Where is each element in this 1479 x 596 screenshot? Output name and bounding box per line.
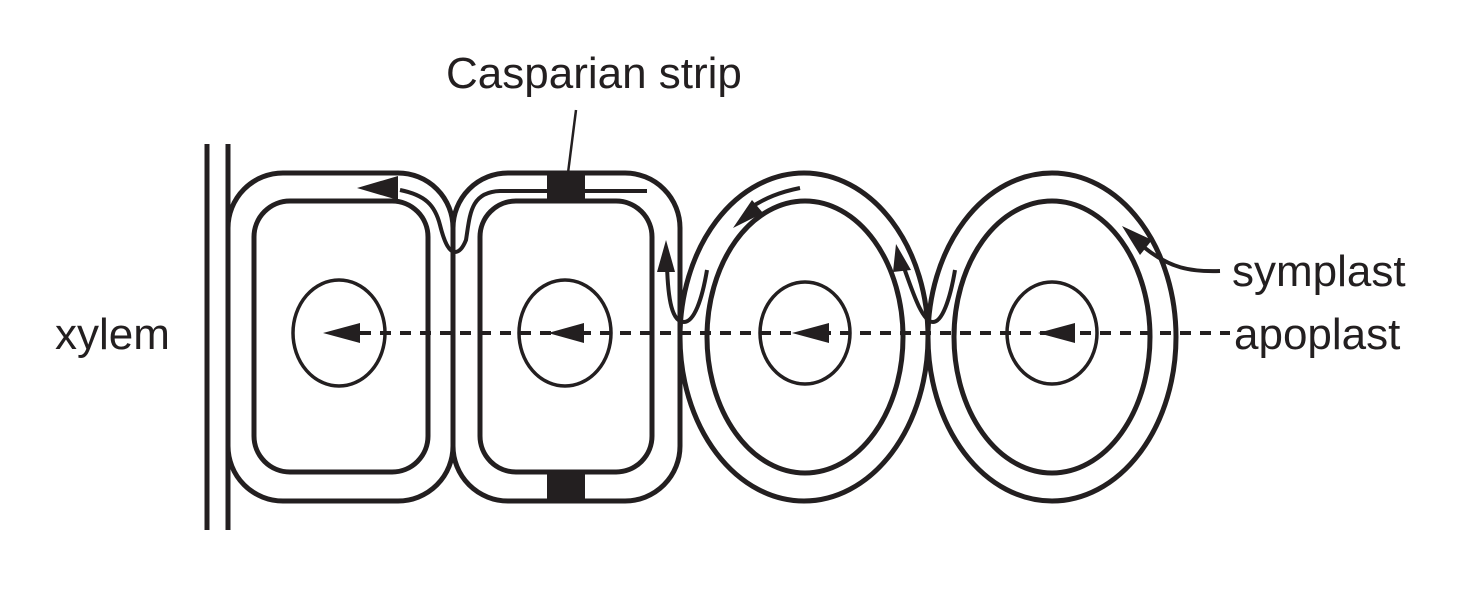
apoplast-arrow-3	[792, 323, 829, 343]
symplast-arrow-4	[893, 244, 911, 272]
symplast-arrow-1	[357, 176, 398, 200]
symplast-arrow-2	[657, 240, 675, 272]
symplast-pathway	[357, 176, 1221, 325]
casparian-strip-pointer	[566, 109, 578, 174]
cell-4	[925, 170, 1179, 504]
casparian-strip-label: Casparian strip	[446, 49, 742, 98]
apoplast-arrow-4	[1038, 323, 1075, 343]
cell-1-membrane	[251, 198, 431, 475]
symplast-arrow-3	[733, 200, 763, 228]
xylem-vessel	[204, 144, 231, 530]
symplast-label: symplast	[1232, 247, 1406, 296]
apoplast-pathway	[323, 323, 1230, 343]
symplast-pointer-arrowhead	[1122, 226, 1152, 255]
cell-3-wall	[677, 170, 931, 504]
cell-4-membrane	[951, 198, 1153, 476]
xylem-label: xylem	[55, 310, 170, 359]
casparian-strip-marks	[547, 172, 585, 502]
cell-3-membrane	[704, 198, 906, 476]
apoplast-arrow-1	[323, 323, 360, 343]
cell-3	[677, 170, 931, 504]
cell-4-wall	[925, 170, 1179, 504]
apoplast-arrow-2	[548, 323, 584, 343]
apoplast-label: apoplast	[1234, 310, 1401, 359]
